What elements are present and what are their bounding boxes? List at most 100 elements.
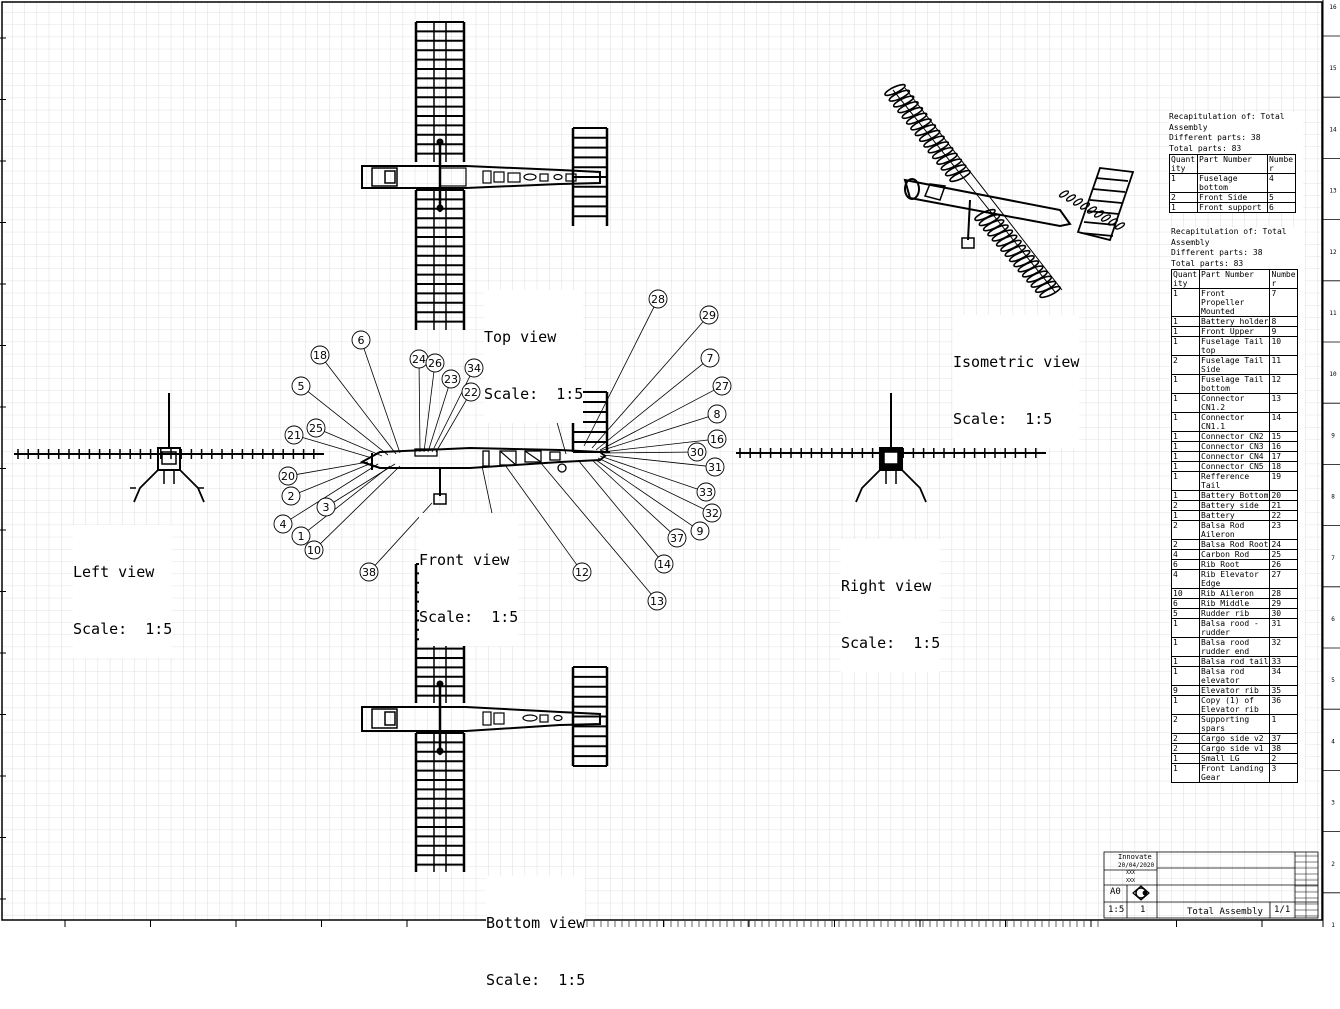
balloon-3: 3 (316, 463, 396, 517)
bom-main-cell: 1 (1171, 288, 1200, 317)
bom-main-cell: 1 (1171, 412, 1200, 432)
balloon-label: 26 (428, 357, 442, 370)
bom-main-cell: 2 (1269, 753, 1299, 764)
border-number: 3 (1331, 800, 1335, 807)
border-number: 14 (1329, 126, 1337, 133)
balloon-label: 25 (309, 422, 323, 435)
balloon-label: 32 (705, 507, 719, 520)
bom-main-different-parts: Different parts: 38 (1171, 248, 1263, 257)
bom-main-cell: 18 (1269, 461, 1299, 472)
bom-main-cell: 1 (1171, 336, 1200, 356)
bom-small-header-cell: Numbe r (1267, 154, 1296, 174)
border-number: 13 (1329, 188, 1337, 195)
balloon-32: 32 (597, 457, 722, 523)
title-block-size: A0 (1110, 887, 1121, 897)
bom-main-cell: 2 (1171, 539, 1200, 550)
bom-main-cell: 16 (1269, 441, 1299, 452)
balloon-label: 5 (298, 380, 305, 393)
bom-main-cell: 6 (1171, 598, 1200, 609)
bom-main-cell: 2 (1171, 520, 1200, 540)
bom-main-cell: 1 (1171, 374, 1200, 394)
bom-main-cell: 8 (1269, 316, 1299, 327)
bottom-view-label: Bottom view Scale: 1:5 (486, 876, 586, 1009)
bom-small-cell: 1 (1169, 202, 1198, 213)
right-view-drawing (736, 393, 1046, 503)
bom-main-cell: Connector CN1.2 (1198, 393, 1271, 413)
balloon-31: 31 (602, 454, 725, 477)
balloon-label: 10 (307, 544, 321, 557)
bom-main-cell: 31 (1269, 618, 1299, 638)
bom-main-cell: 1 (1171, 656, 1200, 667)
bom-main-cell: 37 (1269, 733, 1299, 744)
border-number: 4 (1331, 738, 1335, 745)
bom-main-cell: 1 (1171, 431, 1200, 442)
bottom-view-fuselage (361, 706, 601, 732)
border-number: 1 (1331, 922, 1335, 927)
bom-main-cell: 1 (1171, 753, 1200, 764)
sheet-frame (1, 1, 1323, 921)
bom-main-cell: 2 (1171, 733, 1200, 744)
bom-main-cell: 3 (1269, 763, 1299, 783)
title-block-company: Innovate (1118, 853, 1152, 861)
bom-main-cell: Carbon Rod (1198, 549, 1271, 560)
bom-main-cell: Cargo side v1 (1198, 743, 1271, 754)
bom-main-cell: Balsa Rod Root (1198, 539, 1271, 550)
bom-main-cell: Connector CN3 (1198, 441, 1271, 452)
top-view-label: Top view Scale: 1:5 (484, 290, 584, 423)
bom-small-header-cell: Part Number (1197, 154, 1268, 174)
top-view-drawing (361, 21, 609, 330)
bom-main-cell: 22 (1269, 510, 1299, 521)
bom-main-cell: 36 (1269, 695, 1299, 715)
bom-main-cell: 12 (1269, 374, 1299, 394)
border-number: 8 (1331, 494, 1335, 501)
bom-small-cell: Front Side (1197, 192, 1268, 203)
balloon-label: 29 (702, 309, 716, 322)
balloon-callouts: 2829727816303133329371413121138101422032… (273, 289, 732, 611)
title-block-frame (1103, 851, 1319, 919)
bom-main-cell: 9 (1269, 326, 1299, 337)
bom-main-header-cell: Quant ity (1171, 269, 1200, 289)
bom-small-different-parts: Different parts: 38 (1169, 133, 1261, 142)
balloon-28: 28 (583, 289, 668, 447)
bottom-view-stabilizer (571, 666, 609, 767)
bom-main-cell: Rib Root (1198, 559, 1271, 570)
bom-main-cell: 28 (1269, 588, 1299, 599)
balloon-label: 22 (464, 386, 478, 399)
border-number: 6 (1331, 616, 1335, 623)
title-block-date: 20/04/2020 (1118, 862, 1155, 869)
balloon-label: 9 (697, 525, 704, 538)
bom-main-cell: Balsa rood - rudder (1198, 618, 1271, 638)
balloon-label: 6 (358, 334, 365, 347)
bom-main-cell: Fuselage Tail Side (1198, 355, 1271, 375)
balloon-25: 25 (306, 418, 383, 457)
bom-main-cell: Balsa rood rudder end (1198, 637, 1271, 657)
balloon-label: 18 (313, 349, 327, 362)
bom-main-cell: Rib Elevator Edge (1198, 569, 1271, 589)
bom-main-cell: 13 (1269, 393, 1299, 413)
bom-main-cell: 2 (1171, 355, 1200, 375)
bom-main-cell: 11 (1269, 355, 1299, 375)
balloon-8: 8 (599, 404, 727, 452)
bom-main-cell: 38 (1269, 743, 1299, 754)
bom-main-cell: Connector CN5 (1198, 461, 1271, 472)
bom-main-cell: 35 (1269, 685, 1299, 696)
left-view-title: Left view (73, 563, 155, 581)
bom-main-cell: 1 (1171, 666, 1200, 686)
